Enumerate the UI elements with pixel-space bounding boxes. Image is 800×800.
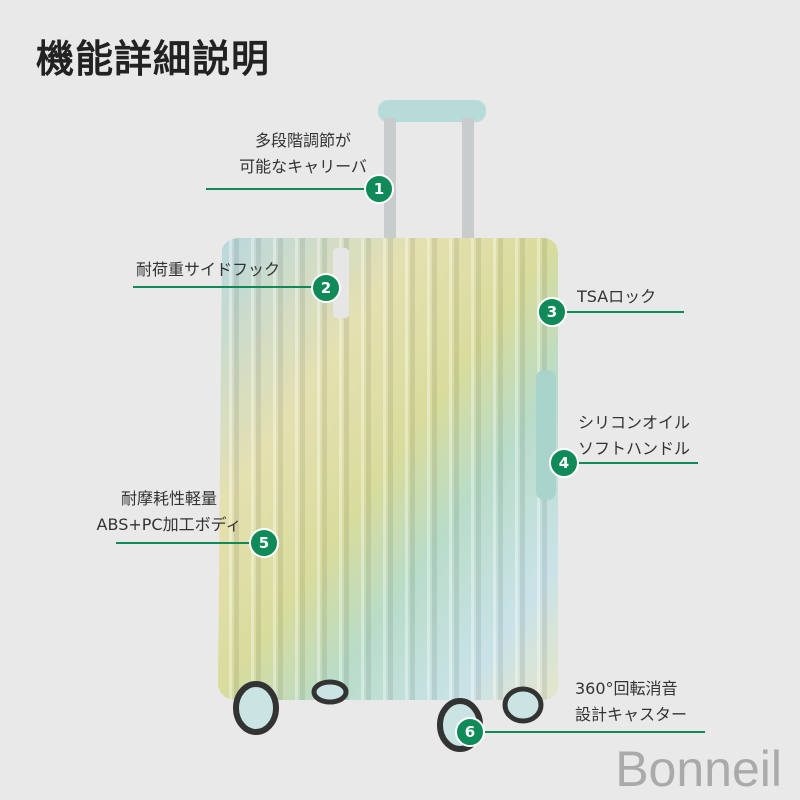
- feature-3-badge: 3: [537, 297, 567, 327]
- feature-6-line-1: 360°回転消音: [575, 679, 678, 698]
- feature-1-badge: 1: [364, 174, 394, 204]
- feature-2-label: 耐荷重サイドフック: [136, 260, 281, 279]
- feature-5-badge: 5: [249, 528, 279, 558]
- page-title: 機能詳細説明: [36, 37, 271, 81]
- feature-1-leader-line: [206, 188, 376, 190]
- feature-5-leader-line: [116, 542, 256, 544]
- feature-4-label: シリコンオイル ソフトハンドル: [578, 410, 690, 462]
- feature-3-leader-line: [560, 311, 684, 313]
- brand-logo: Bonneil: [615, 741, 782, 797]
- feature-6-badge: 6: [455, 717, 485, 747]
- feature-6-line-2: 設計キャスター: [575, 705, 688, 724]
- feature-2-badge: 2: [311, 273, 341, 303]
- feature-5-line-1: 耐摩耗性軽量: [120, 489, 217, 508]
- feature-1-line-2: 可能なキャリーバ: [239, 157, 367, 176]
- handle-top: [378, 100, 486, 122]
- feature-6-label: 360°回転消音 設計キャスター: [575, 676, 687, 728]
- feature-1-label: 多段階調節が 可能なキャリーバ: [228, 128, 378, 180]
- feature-4-line-2: ソフトハンドル: [578, 439, 691, 458]
- feature-5-label: 耐摩耗性軽量 ABS+PC加工ボディ: [84, 486, 254, 538]
- feature-5-line-2: ABS+PC加工ボディ: [96, 515, 242, 534]
- feature-6-leader-line: [480, 731, 705, 733]
- feature-1-line-1: 多段階調節が: [254, 131, 351, 150]
- feature-2-leader-line: [133, 286, 313, 288]
- feature-4-badge: 4: [549, 448, 579, 478]
- feature-3-label: TSAロック: [577, 287, 657, 306]
- feature-4-line-1: シリコンオイル: [578, 413, 691, 432]
- feature-4-leader-line: [570, 462, 698, 464]
